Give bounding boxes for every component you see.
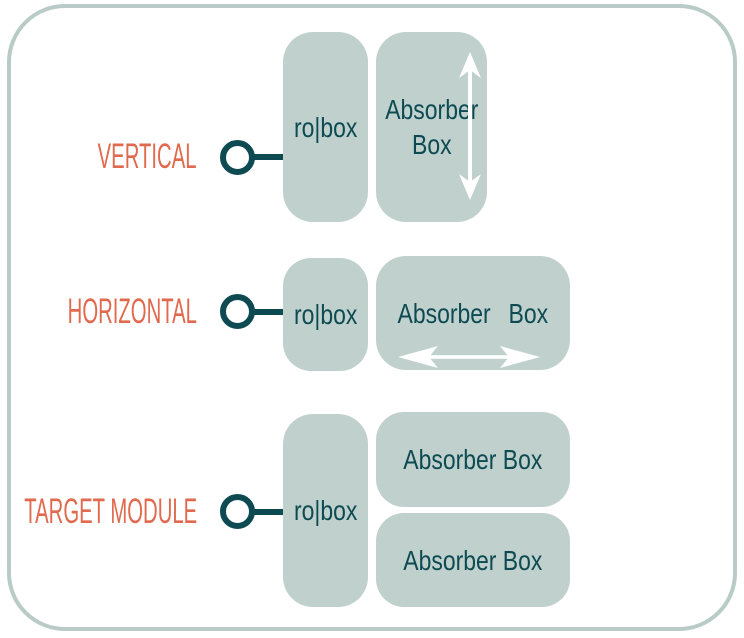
robox-vertical: ro|box <box>283 32 368 222</box>
absorber-box-target-upper: Absorber Box <box>376 412 570 507</box>
robox-horizontal-label: ro|box <box>293 299 358 330</box>
robox-target-module: ro|box <box>283 414 368 607</box>
absorber-box-horizontal-label: Absorber Box <box>397 297 549 329</box>
robox-vertical-label: ro|box <box>293 111 358 143</box>
absorber-box-target-upper-label: Absorber Box <box>403 444 543 475</box>
row-label-horizontal: HORIZONTAL <box>67 292 197 331</box>
robox-target-module-label: ro|box <box>293 495 358 526</box>
outer-frame <box>7 4 737 631</box>
row-label-vertical: VERTICAL <box>98 137 197 176</box>
absorber-box-vertical-label: Absorber Box <box>384 94 479 160</box>
connector-line-target-module <box>252 509 284 515</box>
connector-circle-horizontal <box>220 294 255 329</box>
vertical-double-arrow-icon <box>459 52 481 200</box>
absorber-box-target-lower: Absorber Box <box>376 513 570 607</box>
absorber-box-target-lower-label: Absorber Box <box>403 544 543 576</box>
robox-horizontal: ro|box <box>283 258 368 371</box>
absorber-box-vertical: Absorber Box <box>376 32 487 222</box>
connector-line-vertical <box>252 154 284 160</box>
horizontal-double-arrow-icon <box>398 346 540 368</box>
connector-circle-vertical <box>220 140 255 175</box>
connector-circle-target-module <box>220 494 255 529</box>
absorber-box-horizontal: Absorber Box <box>376 256 570 370</box>
row-label-target-module: TARGET MODULE <box>24 492 197 531</box>
connector-line-horizontal <box>252 309 284 315</box>
